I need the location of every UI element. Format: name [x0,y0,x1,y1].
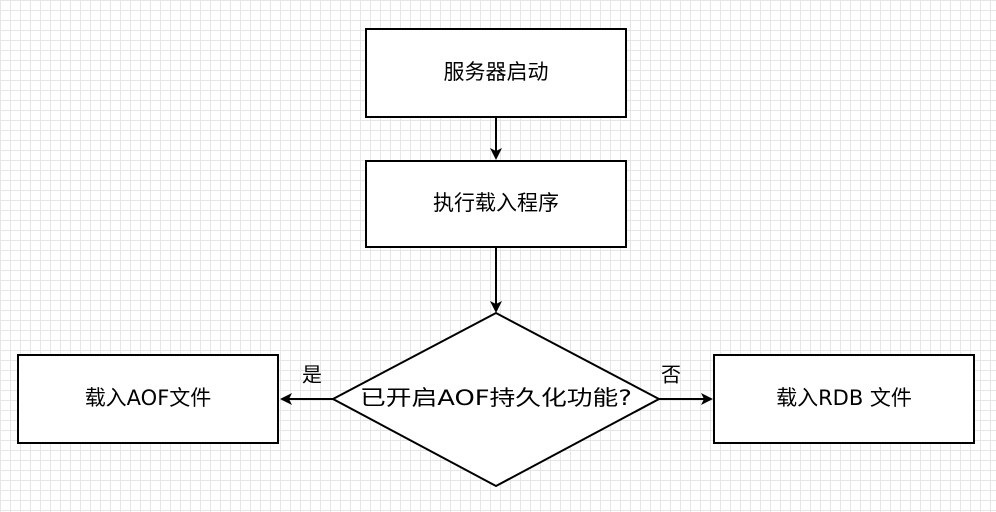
load-rdb-node: 载入RDB 文件 [713,354,975,444]
start-node-label: 服务器启动 [444,60,549,84]
no-label: 否 [661,363,681,387]
load-rdb-node-label: 载入RDB 文件 [776,386,912,410]
decision-node: 已开启AOF持久化功能? [330,311,662,488]
load-aof-node: 载入AOF文件 [17,354,279,444]
load-aof-node-label: 载入AOF文件 [85,386,212,410]
load-program-node: 执行载入程序 [365,160,627,248]
start-node: 服务器启动 [365,28,627,118]
load-program-node-label: 执行载入程序 [433,191,559,215]
decision-node-label: 已开启AOF持久化功能? [360,386,632,410]
yes-label: 是 [302,363,322,387]
